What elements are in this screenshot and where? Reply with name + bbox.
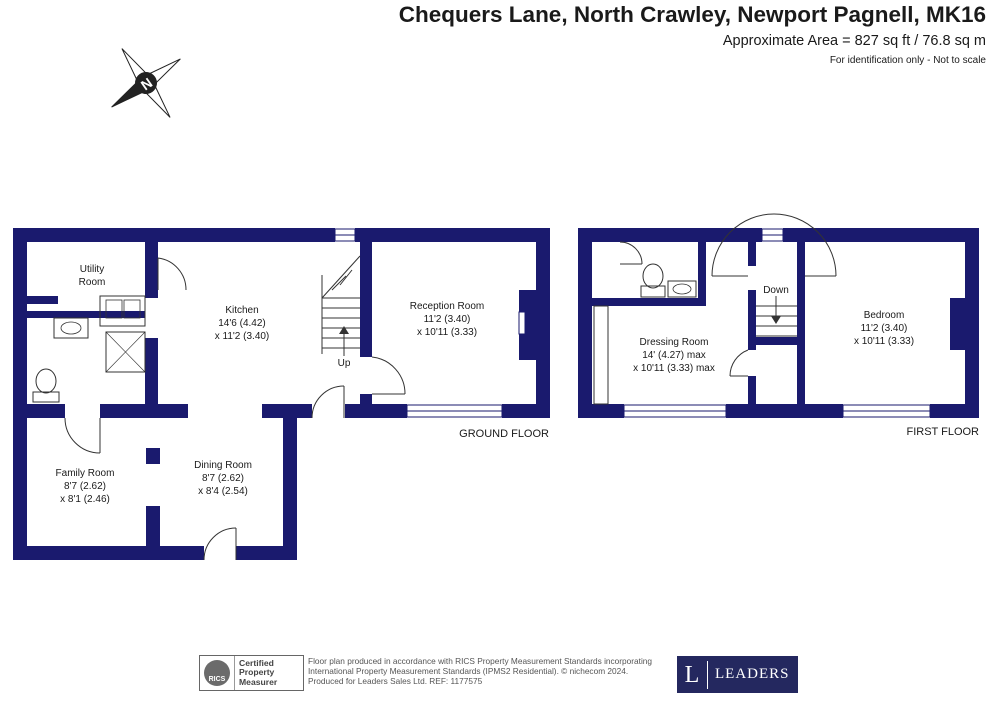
first-floor-plan: Down Dressing Room 14' (4.27) max x 10'1…	[578, 213, 979, 438]
room-dressing-dims: 14' (4.27) max	[642, 350, 706, 361]
footer-line-1: Floor plan produced in accordance with R…	[308, 656, 653, 666]
room-reception-name: Reception Room	[410, 301, 484, 312]
stairs-down-label: Down	[763, 285, 789, 296]
rics-badge-text: Certified Property Measurer	[235, 657, 278, 688]
first-floor-label: FIRST FLOOR	[906, 426, 979, 438]
stairs-up-label: Up	[338, 358, 351, 369]
rics-line-3: Measurer	[239, 676, 278, 687]
ground-floor-plan: Utility Room Kitchen 14'6 (4.42) x 11'2 …	[13, 228, 550, 561]
room-dining-name: Dining Room	[194, 460, 252, 471]
room-kitchen-dims: 14'6 (4.42)	[218, 318, 266, 329]
room-bedroom-dims: 11'2 (3.40)	[861, 323, 908, 334]
leaders-logo: L LEADERS	[677, 656, 798, 693]
rics-certified-badge: RICS Certified Property Measurer	[199, 655, 304, 691]
room-utility-name: Utility	[80, 264, 104, 275]
leaders-logo-letter: L	[677, 660, 708, 689]
footer-line-3: Produced for Leaders Sales Ltd. REF: 117…	[308, 676, 483, 686]
room-utility-name2: Room	[79, 277, 106, 288]
ground-floor-walls	[13, 228, 550, 560]
room-dining-dims: 8'7 (2.62)	[202, 473, 244, 484]
room-dining-dims2: x 8'4 (2.54)	[198, 486, 248, 497]
footer-disclaimer: Floor plan produced in accordance with R…	[308, 656, 668, 686]
property-address-title: Chequers Lane, North Crawley, Newport Pa…	[398, 2, 986, 27]
room-reception-dims2: x 10'11 (3.33)	[417, 327, 477, 338]
room-family-dims: 8'7 (2.62)	[64, 481, 106, 492]
compass-icon	[111, 48, 181, 118]
leaders-logo-name: LEADERS	[715, 666, 790, 682]
room-kitchen-dims2: x 11'2 (3.40)	[215, 331, 270, 342]
room-kitchen-name: Kitchen	[225, 305, 258, 316]
room-bedroom-dims2: x 10'11 (3.33)	[854, 336, 914, 347]
footer-line-2: International Property Measurement Stand…	[308, 666, 629, 676]
rics-line-2: Property	[239, 667, 275, 678]
approximate-area: Approximate Area = 827 sq ft / 76.8 sq m	[722, 33, 986, 49]
ground-floor-label: GROUND FLOOR	[459, 428, 549, 440]
rics-logo-text: RICS	[204, 660, 230, 686]
room-reception-dims: 11'2 (3.40)	[424, 314, 471, 325]
room-dressing-name: Dressing Room	[640, 337, 709, 348]
identification-note: For identification only - Not to scale	[829, 55, 986, 66]
rics-logo: RICS	[200, 656, 235, 690]
rics-line-1: Certified	[239, 657, 274, 668]
room-dressing-dims2: x 10'11 (3.33) max	[633, 363, 715, 374]
room-bedroom-name: Bedroom	[864, 310, 905, 321]
room-family-name: Family Room	[56, 468, 115, 479]
room-family-dims2: x 8'1 (2.46)	[60, 494, 110, 505]
first-floor-walls	[578, 228, 979, 418]
